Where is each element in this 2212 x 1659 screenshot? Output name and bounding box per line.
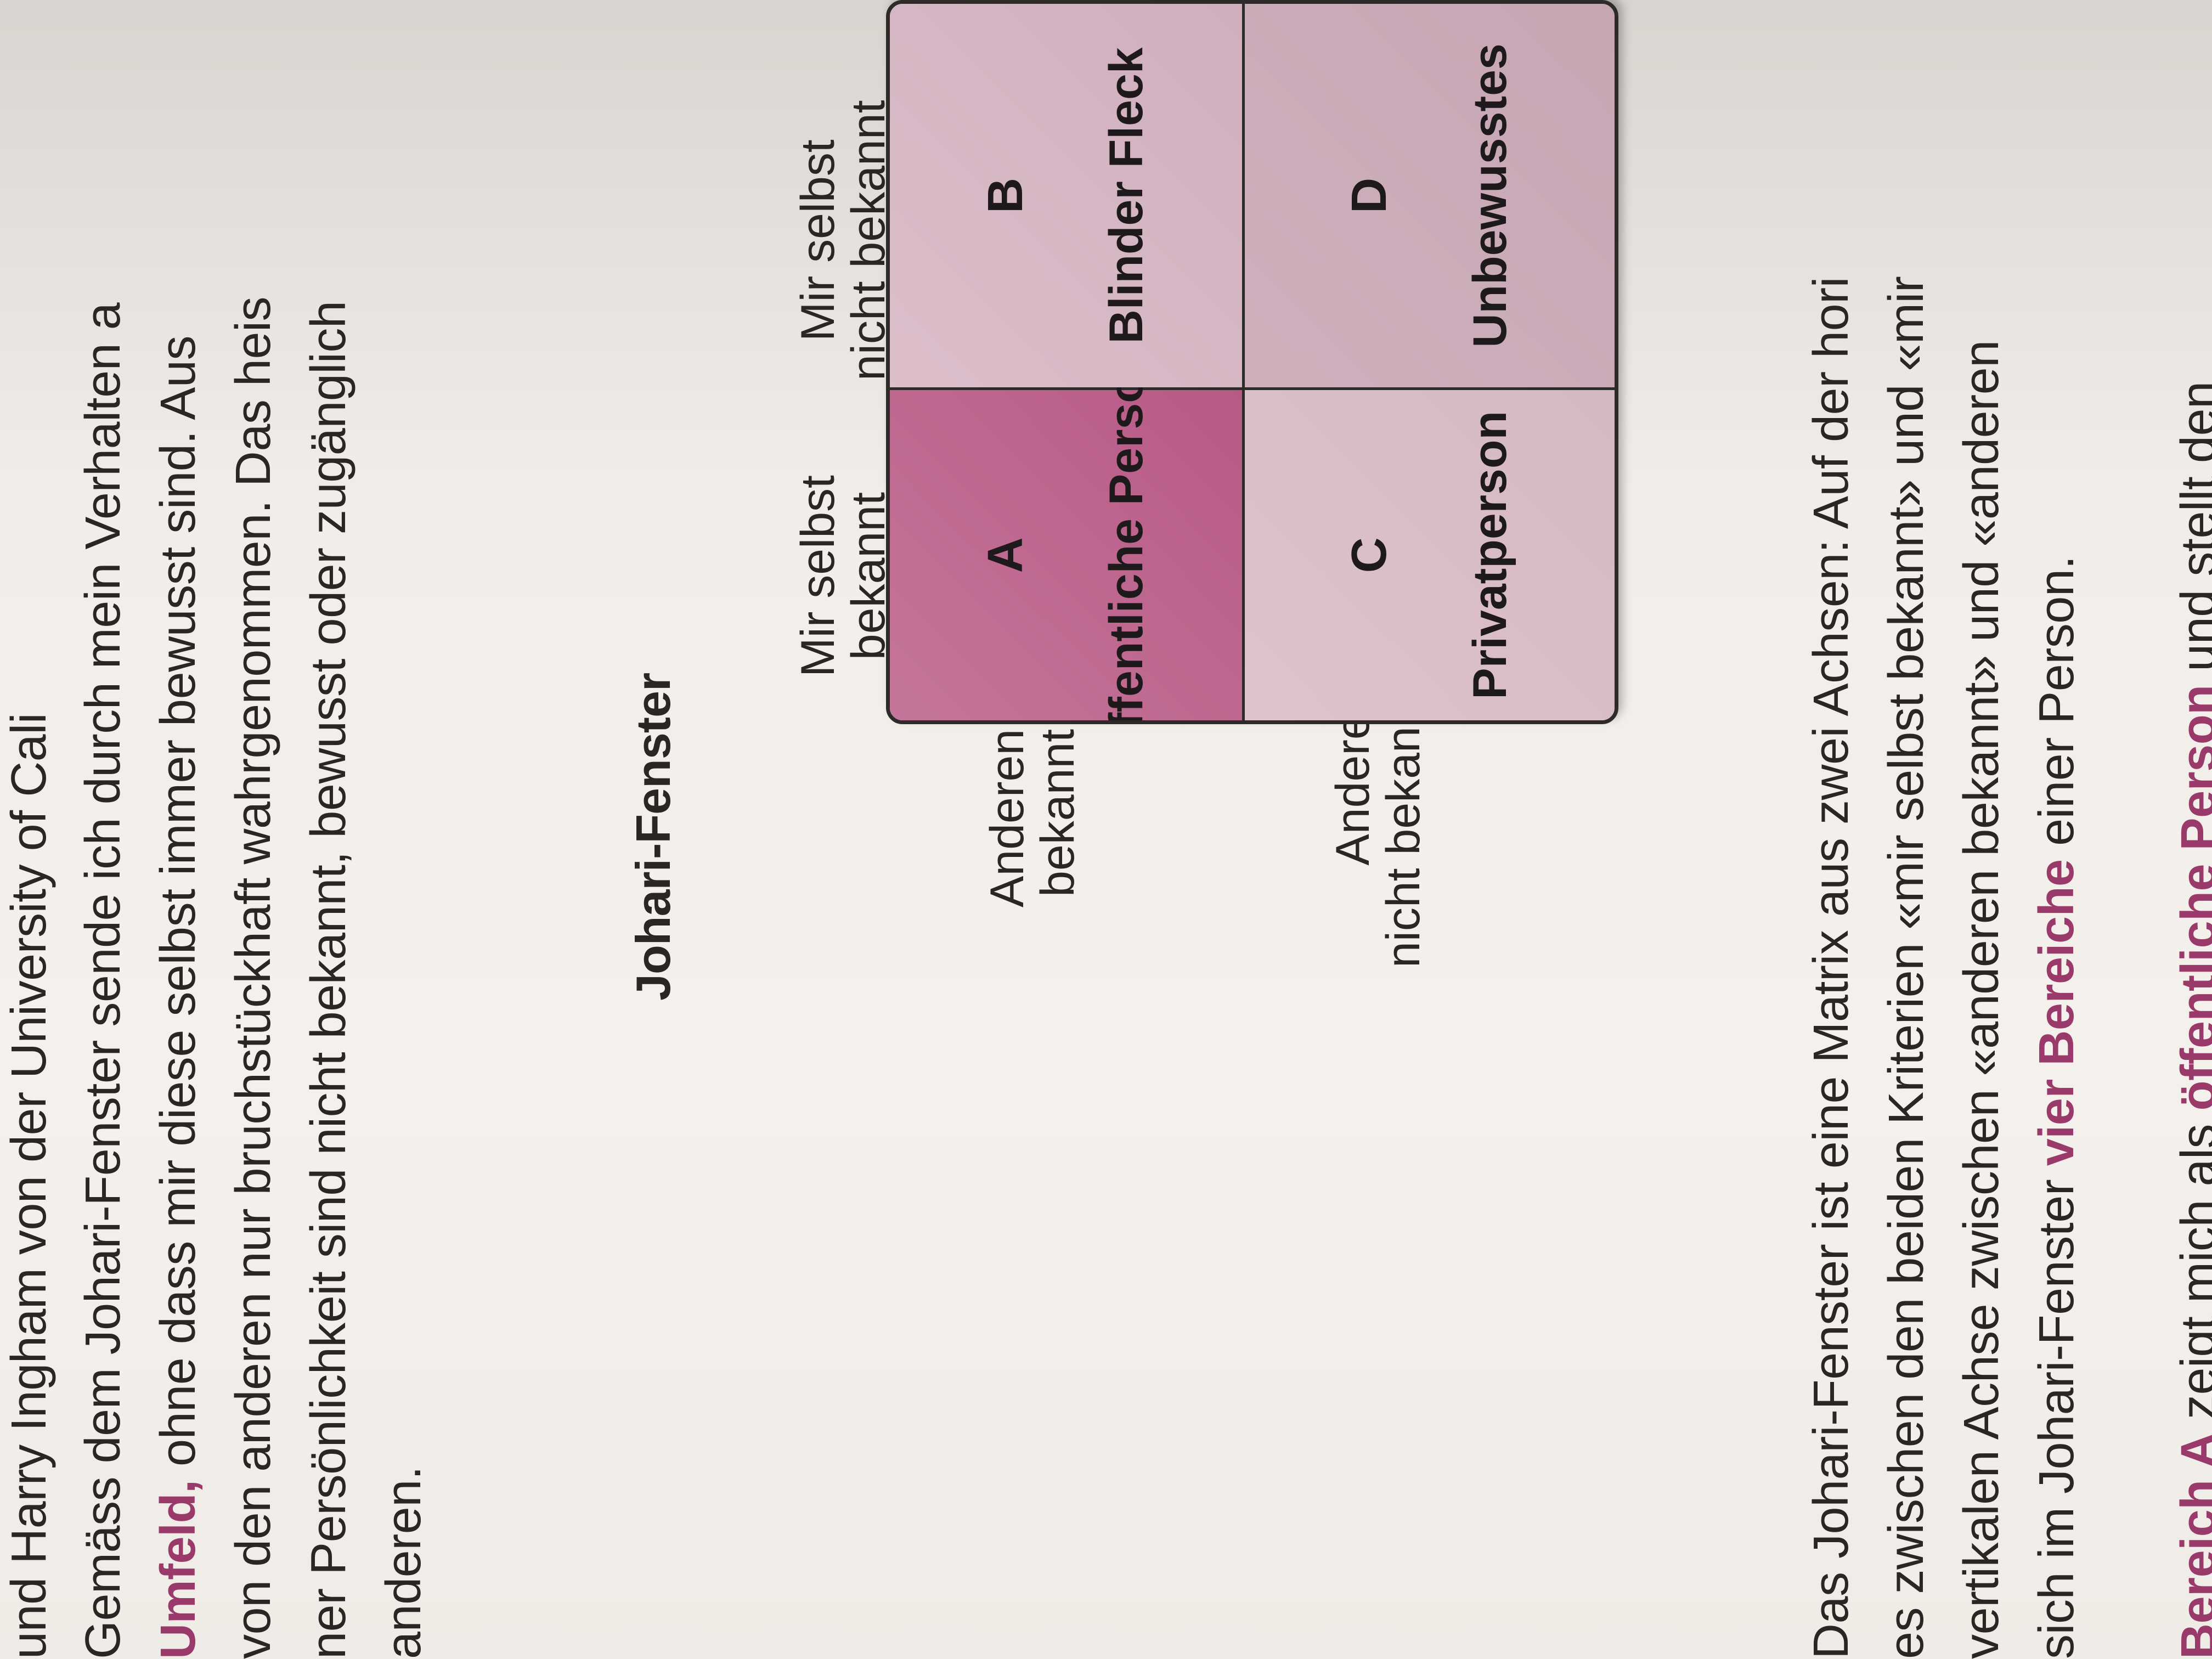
- text-run: einer Person.: [2029, 556, 2084, 860]
- paragraph-intro: und Harry Ingham von der University of C…: [0, 713, 67, 1659]
- text-line: es zwischen den beiden Kriterien «mir se…: [1869, 276, 1944, 1659]
- text-run: vertikalen Achse zwischen «anderen bekan…: [1954, 340, 2009, 1659]
- highlighted-term: Bereich A: [2171, 1433, 2212, 1659]
- column-label-unknown-to-self: Mir selbst nicht bekannt: [792, 100, 895, 381]
- text-line: ner Persönlichkeit sind nicht bekannt, b…: [291, 297, 366, 1659]
- cell-letter: D: [1342, 177, 1397, 213]
- text-run: zeigt mich als: [2171, 1124, 2212, 1420]
- highlighted-term: Umfeld,: [151, 1480, 206, 1659]
- text-run: es zwischen den beiden Kriterien «mir se…: [1879, 276, 1934, 1659]
- row-label-known-to-others: Anderen bekannt: [981, 729, 1084, 907]
- figure-heading: Johari-Fenster: [626, 673, 680, 1001]
- cell-a: A Öffentliche Person: [890, 346, 1245, 724]
- johari-matrix: A Öffentliche Person B Blinder Fleck C P…: [886, 0, 1618, 724]
- cell-b: B Blinder Fleck: [890, 4, 1245, 387]
- column-label-known-to-self: Mir selbst bekannt: [792, 475, 895, 677]
- text-run: Das Johari-Fenster ist eine Matrix aus z…: [1804, 276, 1859, 1659]
- text-line: vertikalen Achse zwischen «anderen bekan…: [1944, 276, 2019, 1659]
- text-line: Umfeld, ohne dass mir diese selbst immer…: [141, 297, 216, 1659]
- cell-name: Blinder Fleck: [1100, 47, 1153, 344]
- cell-letter: B: [978, 177, 1034, 213]
- text-run: und stellt den: [2171, 381, 2212, 672]
- text-line: anderen.: [366, 297, 442, 1659]
- cell-letter: A: [978, 537, 1034, 573]
- text-run: und Harry Ingham von der University of C…: [2, 713, 57, 1659]
- text-run: von den anderen nur bruchstückhaft wahrg…: [226, 297, 281, 1659]
- text-run: Gemäss dem Johari-Fenster sende ich durc…: [76, 302, 131, 1659]
- highlighted-term: öffentliche Person: [2171, 685, 2212, 1111]
- text-run: ner Persönlichkeit sind nicht bekannt, b…: [301, 301, 356, 1659]
- paragraph-main: Gemäss dem Johari-Fenster sende ich durc…: [66, 297, 442, 1659]
- text-run: anderen.: [376, 1466, 431, 1659]
- text-line: sich im Johari-Fenster vier Bereiche ein…: [2019, 276, 2095, 1659]
- cell-name: Unbewusstes: [1464, 43, 1517, 348]
- cell-letter: C: [1342, 537, 1397, 573]
- cell-c: C Privatperson: [1245, 387, 1615, 720]
- cell-name: Privatperson: [1464, 410, 1517, 699]
- highlighted-term: vier Bereiche: [2029, 859, 2084, 1166]
- cell-d: D Unbewusstes: [1245, 4, 1615, 387]
- text-line: Das Johari-Fenster ist eine Matrix aus z…: [1794, 276, 1869, 1659]
- paragraph-cut-off: Bereich A zeigt mich als öffentliche Per…: [2162, 381, 2212, 1659]
- text-line: und Harry Ingham von der University of C…: [0, 713, 67, 1659]
- text-run: sich im Johari-Fenster: [2029, 1166, 2084, 1659]
- text-line: Bereich A zeigt mich als öffentliche Per…: [2162, 381, 2212, 1659]
- text-line: Gemäss dem Johari-Fenster sende ich durc…: [66, 297, 141, 1659]
- cell-name: Öffentliche Person: [1100, 345, 1153, 724]
- row-label-unknown-to-others: Anderen nicht bekannt: [1327, 687, 1430, 968]
- paragraph-explanation: Das Johari-Fenster ist eine Matrix aus z…: [1794, 276, 2095, 1659]
- text-run: ohne dass mir diese selbst immer bewusst…: [151, 336, 206, 1480]
- text-line: von den anderen nur bruchstückhaft wahrg…: [216, 297, 291, 1659]
